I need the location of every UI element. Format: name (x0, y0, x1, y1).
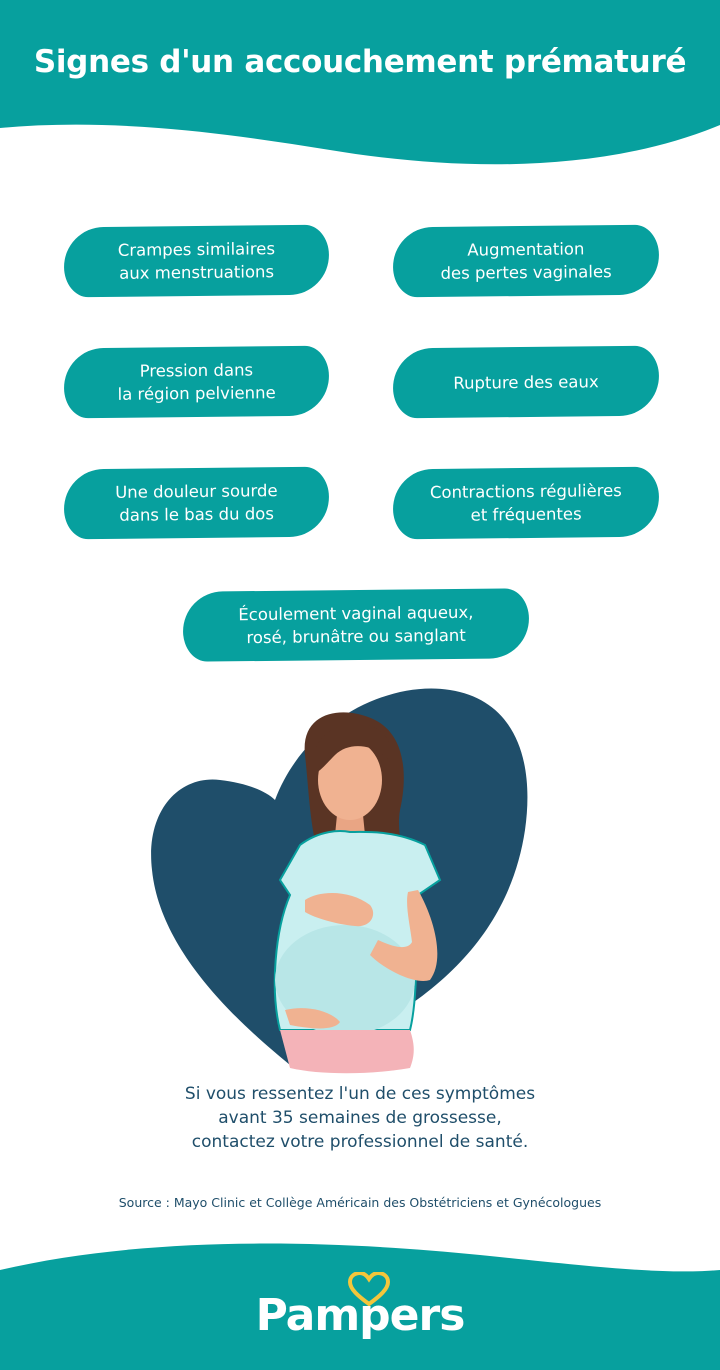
sign-card-label: Une douleur sourde dans le bas du dos (115, 481, 278, 525)
sign-card-water-breaking: Rupture des eaux (392, 345, 660, 419)
sign-card-contractions: Contractions régulières et fréquentes (392, 466, 660, 540)
advice-note: Si vous ressentez l'un de ces symptômes … (184, 1084, 536, 1152)
pampers-heart-logo (348, 1272, 390, 1306)
sign-card-back-pain: Une douleur sourde dans le bas du dos (63, 466, 330, 540)
footer-background (0, 1243, 720, 1370)
sign-card-discharge-increase: Augmentation des pertes vaginales (392, 224, 660, 298)
sign-card-label: Crampes similaires aux menstruations (117, 239, 276, 283)
header-background (0, 0, 720, 165)
brand-logo: Pampers (255, 1290, 466, 1341)
page-title: Signes d'un accouchement prématuré (33, 44, 687, 80)
sign-card-vaginal-discharge: Écoulement vaginal aqueux, rosé, brunâtr… (182, 588, 530, 662)
pregnant-woman-heart-illustration (151, 688, 528, 1074)
sign-card-label: Écoulement vaginal aqueux, rosé, brunâtr… (238, 602, 474, 648)
sign-card-label: Pression dans la région pelvienne (117, 360, 276, 404)
source-citation: Source : Mayo Clinic et Collège Américai… (118, 1195, 602, 1210)
sign-card-label: Augmentation des pertes vaginales (440, 239, 612, 283)
sign-card-cramps: Crampes similaires aux menstruations (63, 224, 330, 298)
sign-card-pelvic-pressure: Pression dans la région pelvienne (63, 345, 330, 419)
sign-card-label: Rupture des eaux (453, 371, 599, 393)
sign-card-label: Contractions régulières et fréquentes (429, 480, 622, 525)
